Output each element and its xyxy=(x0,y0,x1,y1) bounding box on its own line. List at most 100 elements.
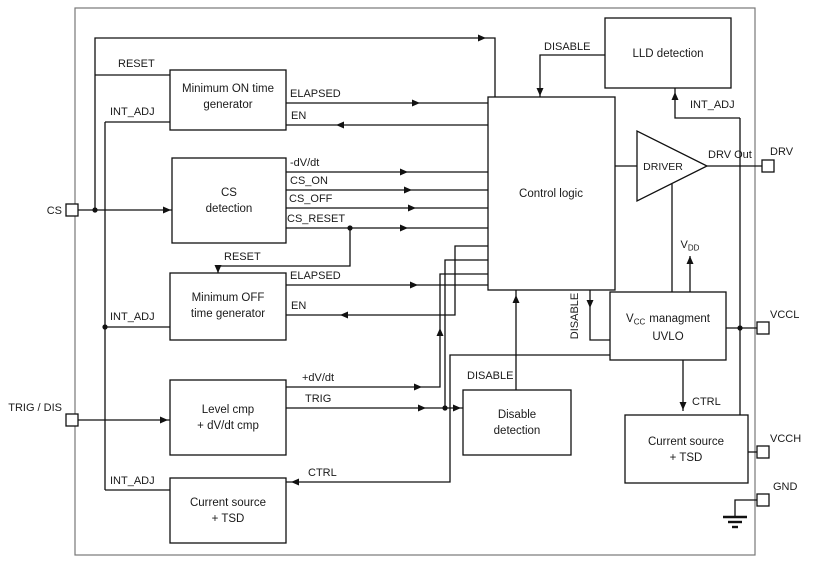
arrow-ctrl-right xyxy=(679,402,687,410)
pin-pad-gnd xyxy=(756,493,770,507)
label-cs-reset: CS_RESET xyxy=(287,213,345,225)
label-int-adj-cur-src: INT_ADJ xyxy=(110,475,155,487)
arrow-elapsed-on xyxy=(412,99,420,107)
vcc-sub: CC xyxy=(634,318,646,327)
pin-pad-drv xyxy=(761,159,775,173)
block-current-source-right-label-2: + TSD xyxy=(670,452,703,464)
arrowheads xyxy=(160,34,694,486)
label-drv-out: DRV Out xyxy=(708,149,752,161)
label-int-adj-min-on: INT_ADJ xyxy=(110,106,155,118)
arrow-vdd-up xyxy=(686,256,694,264)
signal-labels: RESET INT_ADJ ELAPSED EN -dV/dt CS_ON CS… xyxy=(110,41,752,487)
wire-disable-vcc xyxy=(589,290,610,341)
wire-cs-top-bus xyxy=(94,37,496,210)
pin-pad-cs xyxy=(65,203,79,217)
pin-label-vcch: VCCH xyxy=(770,433,801,445)
arrow-cs-in xyxy=(163,206,171,214)
pin-label-vccl: VCCL xyxy=(770,309,799,321)
pin-pad-trig-dis xyxy=(65,413,79,427)
block-disable-detection-label-1: Disable xyxy=(498,409,536,421)
arrow-trig xyxy=(418,404,426,412)
block-vcc-management-label-2: UVLO xyxy=(652,331,683,343)
wires xyxy=(78,37,762,516)
block-current-source-left-label-2: + TSD xyxy=(212,513,245,525)
block-disable-detection xyxy=(462,389,572,456)
block-min-off-label-1: Minimum OFF xyxy=(192,292,265,304)
pin-label-drv: DRV xyxy=(770,146,794,158)
block-vcc-management xyxy=(609,291,727,361)
block-current-source-right xyxy=(624,414,749,484)
block-level-cmp-label-2: + dV/dt cmp xyxy=(197,420,259,432)
block-current-source-right-label-1: Current source xyxy=(648,436,724,448)
wire-gnd xyxy=(734,499,757,516)
arrow-trig-disable xyxy=(453,404,461,412)
label-disable-low: DISABLE xyxy=(467,370,513,382)
dot-trig xyxy=(442,405,448,411)
vcc-v: V xyxy=(626,313,634,325)
block-control-logic-label: Control logic xyxy=(519,188,583,200)
pins: CS TRIG / DIS DRV VCCL VCCH GND xyxy=(8,146,801,507)
block-cs-detection-label-1: CS xyxy=(221,187,237,199)
wire-en-min-off xyxy=(286,245,488,316)
pin-label-trig-dis: TRIG / DIS xyxy=(8,402,62,414)
label-reset-min-off: RESET xyxy=(224,251,261,263)
arrow-disable-vcc xyxy=(586,300,594,308)
arrow-en-on xyxy=(336,121,344,129)
block-disable-detection-label-2: detection xyxy=(494,425,541,437)
block-lld-detection-label: LLD detection xyxy=(633,48,704,60)
arrow-trig-pin xyxy=(160,416,168,424)
pin-label-gnd: GND xyxy=(773,481,798,493)
vcc-rest: managment xyxy=(649,313,711,325)
block-current-source-left-label-1: Current source xyxy=(190,497,266,509)
label-vdd: VDD xyxy=(681,239,700,253)
blocks: Minimum ON time generator CS detection M… xyxy=(169,17,749,544)
label-trig: TRIG xyxy=(305,393,331,405)
label-disable-rotated: DISABLE xyxy=(569,293,581,339)
arrow-pos-dvdt-up xyxy=(436,328,444,336)
chip-outline xyxy=(74,7,756,556)
label-en-min-on: EN xyxy=(291,110,306,122)
pin-pad-vcch xyxy=(756,445,770,459)
block-min-on-label-2: generator xyxy=(203,99,252,111)
pin-pad-vccl xyxy=(756,321,770,335)
block-level-cmp-label-1: Level cmp xyxy=(202,404,254,416)
pin-label-cs: CS xyxy=(47,205,62,217)
label-disable-top: DISABLE xyxy=(544,41,590,53)
label-reset-min-on: RESET xyxy=(118,58,155,70)
wire-trig-branch xyxy=(444,259,488,408)
label-elapsed-min-off: ELAPSED xyxy=(290,270,341,282)
block-current-source-left xyxy=(169,477,287,544)
arrow-cs-reset xyxy=(400,224,408,232)
label-cs-on: CS_ON xyxy=(290,175,328,187)
dot-int-adj xyxy=(102,324,108,330)
label-int-adj-lld: INT_ADJ xyxy=(690,99,735,111)
arrow-int-adj-lld xyxy=(671,92,679,100)
arrow-disable-up xyxy=(512,295,520,303)
label-cs-off: CS_OFF xyxy=(289,193,333,205)
arrow-cs-on xyxy=(404,186,412,194)
arrow-disable-down xyxy=(536,88,544,96)
arrow-neg-dvdt xyxy=(400,168,408,176)
dot-cs xyxy=(92,207,98,213)
block-min-off-label-2: time generator xyxy=(191,308,265,320)
arrow-top-right xyxy=(478,34,486,42)
dot-cs-reset xyxy=(347,225,353,231)
vdd-sub: DD xyxy=(688,244,700,253)
block-cs-detection xyxy=(171,157,287,244)
ground-symbol xyxy=(723,515,747,529)
arrow-pos-dvdt xyxy=(414,383,422,391)
vdd-v: V xyxy=(681,239,689,251)
block-min-off-generator xyxy=(169,272,287,341)
block-cs-detection-label-2: detection xyxy=(206,203,253,215)
label-neg-dvdt: -dV/dt xyxy=(290,157,319,169)
wire-pos-dvdt xyxy=(286,273,488,388)
arrow-ctrl-left xyxy=(291,478,299,486)
junction-dots xyxy=(92,207,743,411)
block-min-on-label-1: Minimum ON time xyxy=(182,83,274,95)
block-min-on-generator xyxy=(169,69,287,131)
wire-ctrl-left xyxy=(286,354,610,483)
block-level-cmp xyxy=(169,379,287,456)
